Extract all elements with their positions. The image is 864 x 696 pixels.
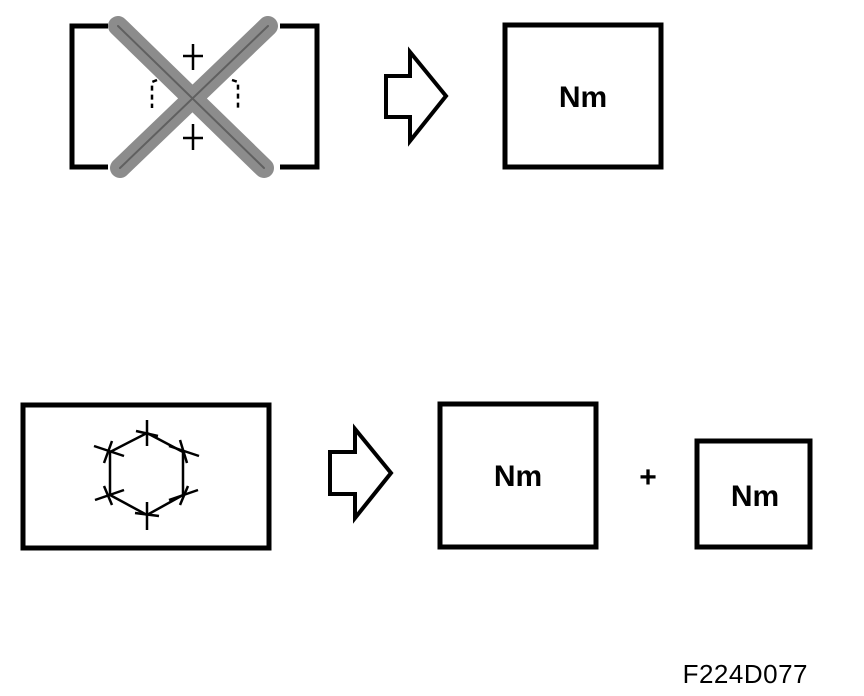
top-source-left-bracket — [69, 23, 108, 170]
top-hex-fastener-icon — [150, 44, 240, 150]
bottom-row: Nm + Nm — [20, 401, 813, 551]
top-source-box — [69, 23, 320, 170]
top-result-label: Nm — [559, 81, 607, 114]
top-source-right-bracket — [280, 23, 320, 170]
top-arrow-icon — [384, 46, 449, 147]
prohibited-cross-outline — [117, 25, 269, 169]
bottom-result-box-1 — [437, 401, 599, 550]
top-row: Nm — [69, 16, 664, 178]
bottom-result-label-2: Nm — [731, 480, 779, 513]
bottom-result-box-2 — [694, 438, 813, 550]
bottom-result-label-1: Nm — [494, 460, 542, 493]
figure-code: F224D077 — [682, 659, 808, 689]
hex-fastener-icon — [93, 420, 200, 530]
plus-sign: + — [639, 461, 657, 494]
bottom-arrow-icon — [328, 423, 394, 524]
top-result-box — [502, 22, 664, 170]
